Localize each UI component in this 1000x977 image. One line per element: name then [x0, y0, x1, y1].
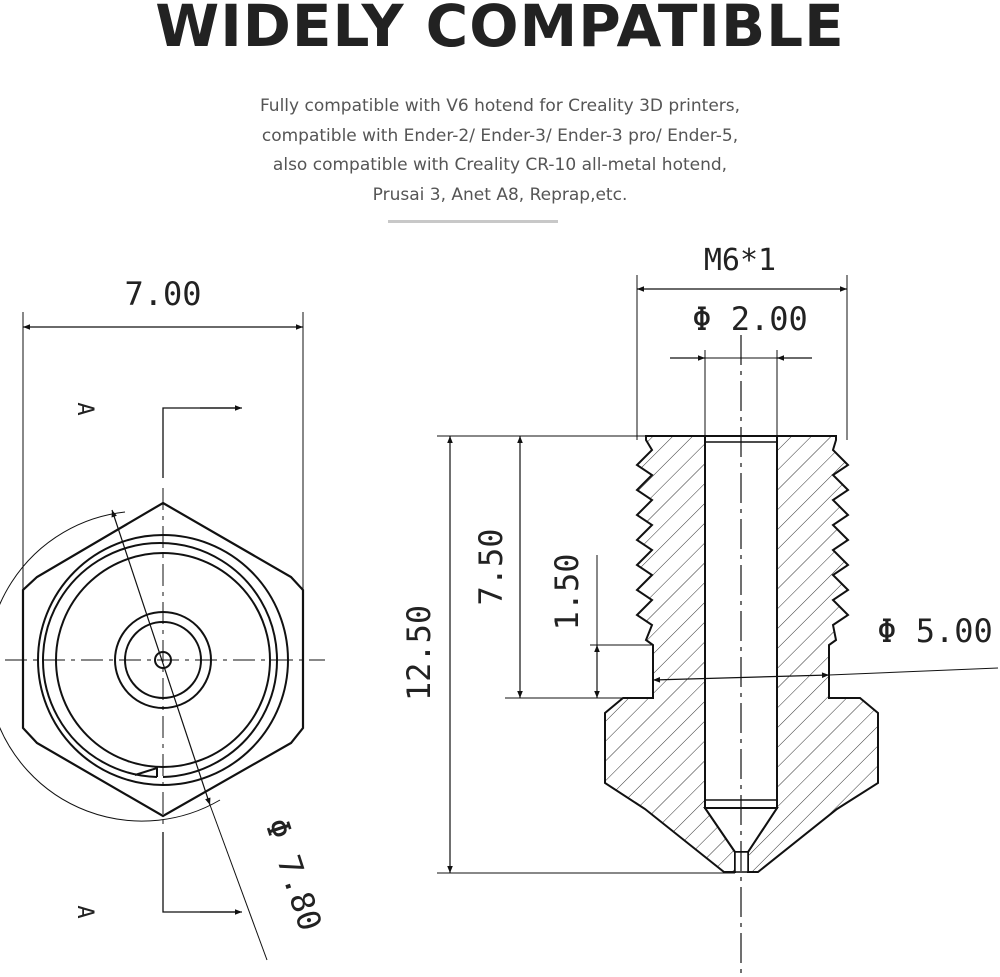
description-line: Prusai 3, Anet A8, Reprap,etc. — [372, 184, 628, 205]
shoulder-diameter-dimension — [652, 672, 830, 683]
thread-label: M6*1 — [704, 243, 776, 278]
description-line: compatible with Ender-2/ Ender-3/ Ender-… — [261, 125, 739, 146]
shoulder-diameter-label: Φ 5.00 — [877, 612, 993, 650]
section-label-top: A — [72, 402, 97, 415]
nozzle-section-body — [604, 435, 736, 873]
description-line: also compatible with Creality CR-10 all-… — [272, 155, 728, 175]
front-view — [0, 312, 325, 961]
section-label-bottom: A — [72, 905, 97, 918]
compatibility-description: Fully compatible with V6 hotend for Crea… — [0, 92, 1000, 210]
hex-body — [21, 501, 305, 818]
shoulder-height-label: 1.50 — [548, 553, 586, 630]
section-marker-top — [162, 407, 240, 478]
title-divider — [388, 220, 558, 223]
width-label: 7.00 — [124, 275, 201, 313]
page-title: WIDELY COMPATIBLE — [155, 0, 845, 60]
section-marker-bottom — [162, 832, 240, 913]
description-line: Fully compatible with V6 hotend for Crea… — [259, 96, 741, 116]
diameter-label: Φ 7.80 — [258, 814, 330, 936]
section-view — [437, 275, 999, 975]
bore-diameter-label: Φ 2.00 — [692, 300, 808, 338]
thread-length-label: 7.50 — [472, 528, 510, 605]
diameter-leader — [111, 509, 211, 806]
total-length-label: 12.50 — [400, 605, 438, 701]
outer-diameter-circle — [0, 511, 221, 822]
